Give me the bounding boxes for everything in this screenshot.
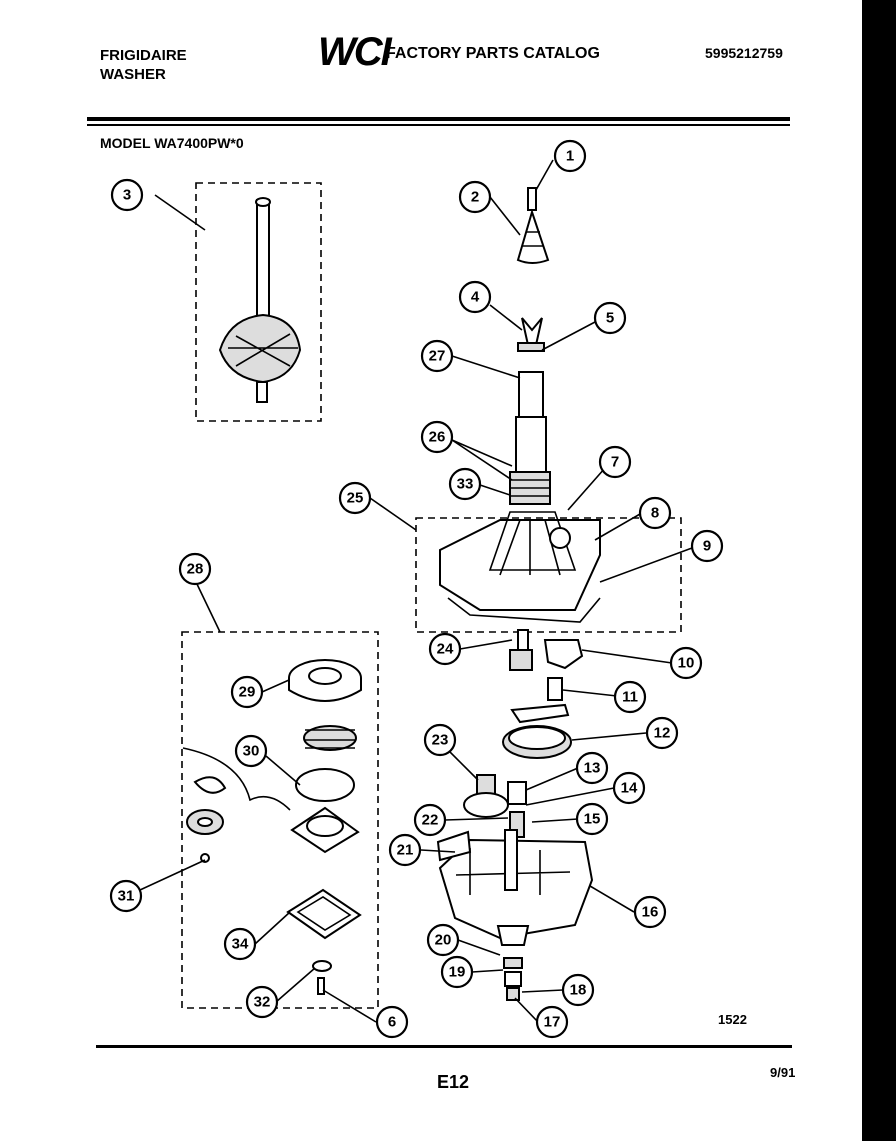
callout-5: 5 xyxy=(593,301,627,335)
callout-27: 27 xyxy=(420,339,454,373)
callout-2-label: 2 xyxy=(471,189,479,206)
callout-22: 22 xyxy=(413,803,447,837)
callout-16: 16 xyxy=(633,895,667,929)
exploded-parts-diagram: 1 2 3 4 5 6 7 8 9 10 11 12 13 14 15 16 1… xyxy=(109,139,724,1039)
callout-32: 32 xyxy=(245,985,279,1019)
leader-lines xyxy=(139,159,693,1023)
agitator-cap xyxy=(516,187,550,264)
figure-number: 1522 xyxy=(718,1012,747,1027)
callout-15: 15 xyxy=(575,802,609,836)
callout-31: 31 xyxy=(109,879,143,913)
model-number: MODEL WA7400PW*0 xyxy=(100,135,244,151)
callout-4-label: 4 xyxy=(471,289,480,306)
callout-26-label: 26 xyxy=(429,429,446,446)
callout-10: 10 xyxy=(669,646,703,680)
catalog-part-number: 5995212759 xyxy=(705,45,783,61)
page-code: E12 xyxy=(437,1072,470,1092)
callout-19: 19 xyxy=(440,955,474,989)
catalog-sheet: FRIGIDAIRE WASHER WCI FACTORY PARTS CATA… xyxy=(0,0,862,1141)
callout-1-label: 1 xyxy=(566,148,574,165)
callout-7-label: 7 xyxy=(611,454,619,471)
callout-24: 24 xyxy=(428,632,462,666)
callout-2: 2 xyxy=(458,180,492,214)
callout-20-label: 20 xyxy=(435,932,452,949)
callout-33: 33 xyxy=(448,467,482,501)
callout-17-label: 17 xyxy=(544,1014,561,1031)
callout-29-label: 29 xyxy=(239,684,256,701)
callout-14: 14 xyxy=(612,771,646,805)
callout-18-label: 18 xyxy=(570,982,587,999)
callout-13: 13 xyxy=(575,751,609,785)
header-rule-thin xyxy=(87,124,790,126)
callout-12: 12 xyxy=(645,716,679,750)
callout-23: 23 xyxy=(423,723,457,757)
callout-9-label: 9 xyxy=(703,538,711,555)
callout-30-label: 30 xyxy=(243,743,260,760)
main-gear xyxy=(502,703,572,759)
appliance-type: WASHER xyxy=(100,66,166,83)
callout-13-label: 13 xyxy=(584,760,601,777)
callout-3-label: 3 xyxy=(123,187,131,204)
callout-29: 29 xyxy=(230,675,264,709)
callout-16-label: 16 xyxy=(642,904,659,921)
callout-18: 18 xyxy=(561,973,595,1007)
callout-26: 26 xyxy=(420,420,454,454)
callout-21: 21 xyxy=(388,833,422,867)
callout-28: 28 xyxy=(178,552,212,586)
callout-8: 8 xyxy=(638,496,672,530)
seal-kit xyxy=(182,659,362,995)
callout-15-label: 15 xyxy=(584,811,601,828)
header-rule-thick xyxy=(87,117,790,121)
footer-rule xyxy=(96,1045,792,1048)
wci-logo: WCI xyxy=(318,30,392,74)
center-shaft-stack xyxy=(509,317,551,505)
callout-21-label: 21 xyxy=(397,842,414,859)
callout-5-label: 5 xyxy=(606,310,614,327)
callout-30: 30 xyxy=(234,734,268,768)
transmission-cover xyxy=(439,511,601,623)
callout-1: 1 xyxy=(553,139,587,173)
callout-20: 20 xyxy=(426,923,460,957)
callout-31-label: 31 xyxy=(118,888,135,905)
brand-name: FRIGIDAIRE xyxy=(100,47,187,64)
callout-25-label: 25 xyxy=(347,490,364,507)
callout-34-label: 34 xyxy=(232,936,249,953)
callout-28-label: 28 xyxy=(187,561,204,578)
drive-parts xyxy=(509,629,584,701)
callout-9: 9 xyxy=(690,529,724,563)
transmission-lower-housing xyxy=(436,829,594,1001)
group-box-28 xyxy=(181,631,379,1009)
callout-23-label: 23 xyxy=(432,732,449,749)
group-box-3 xyxy=(195,182,322,422)
callout-22-label: 22 xyxy=(422,812,439,829)
callout-25: 25 xyxy=(338,481,372,515)
callout-6: 6 xyxy=(375,1005,409,1039)
callout-10-label: 10 xyxy=(678,655,695,672)
callout-4: 4 xyxy=(458,280,492,314)
callout-6-label: 6 xyxy=(388,1014,396,1031)
callout-11: 11 xyxy=(613,680,647,714)
issue-date: 9/91 xyxy=(770,1065,796,1080)
callout-27-label: 27 xyxy=(429,348,446,365)
callout-11-label: 11 xyxy=(622,689,638,706)
callout-3: 3 xyxy=(110,178,144,212)
callout-14-label: 14 xyxy=(621,780,638,797)
callout-19-label: 19 xyxy=(449,964,466,981)
callout-33-label: 33 xyxy=(457,476,474,493)
callout-24-label: 24 xyxy=(437,641,454,658)
callout-7: 7 xyxy=(598,445,632,479)
catalog-title: FACTORY PARTS CATALOG xyxy=(386,45,600,62)
agitator-shaft-assembly xyxy=(218,197,302,403)
callout-17: 17 xyxy=(535,1005,569,1039)
callout-34: 34 xyxy=(223,927,257,961)
callout-12-label: 12 xyxy=(654,725,671,742)
callout-32-label: 32 xyxy=(254,994,271,1011)
callout-8-label: 8 xyxy=(651,505,659,522)
group-box-25 xyxy=(415,517,682,633)
pinion-gears xyxy=(463,774,527,838)
